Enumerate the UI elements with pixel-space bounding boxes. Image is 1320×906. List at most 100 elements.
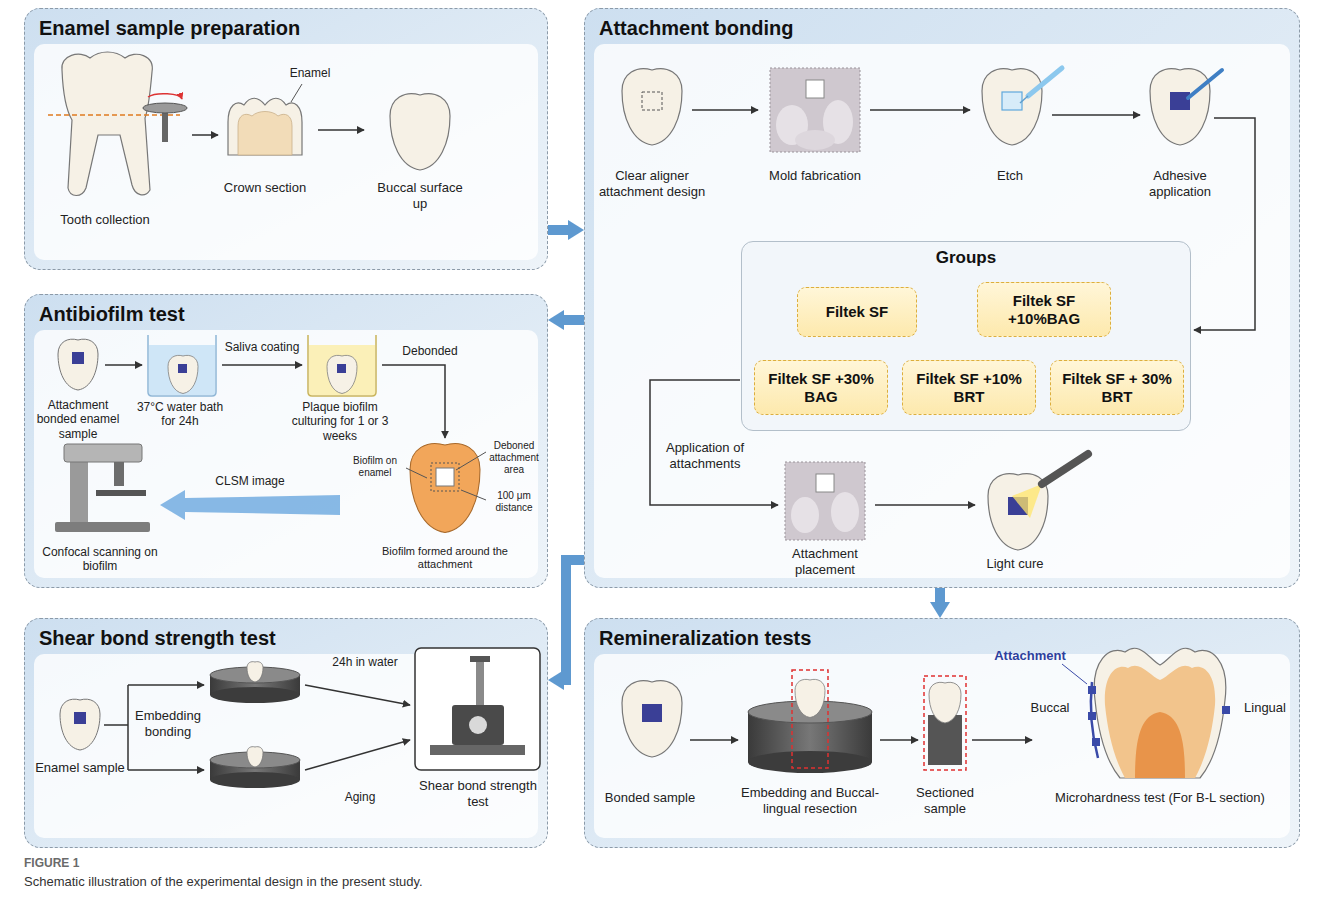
antibiofilm-steps bbox=[178, 364, 187, 373]
bonding-steps bbox=[795, 130, 835, 150]
shear-steps bbox=[210, 687, 300, 703]
panel-ground bbox=[584, 8, 1300, 588]
remineralization-steps bbox=[622, 648, 1230, 778]
step-label: Buccal bbox=[1025, 700, 1075, 716]
shear-steps bbox=[210, 772, 300, 788]
remineralization-steps bbox=[1088, 712, 1096, 720]
remineralization-steps bbox=[1092, 738, 1100, 746]
label-text: Clear aligner attachment design bbox=[599, 168, 705, 199]
remineralization-steps bbox=[748, 751, 872, 773]
label-text: Aging bbox=[345, 790, 376, 804]
panel-ground bbox=[24, 294, 548, 588]
group-label: Filtek SF +30% BAG bbox=[763, 370, 879, 406]
remineralization-steps bbox=[1062, 664, 1087, 684]
step-label: Saliva coating bbox=[217, 340, 307, 354]
label-text: Plaque biofilm culturing for 1 or 3 week… bbox=[292, 400, 389, 443]
remineralization-steps bbox=[1088, 686, 1096, 694]
shear-steps bbox=[305, 685, 410, 705]
label-text: Sectioned sample bbox=[916, 785, 974, 816]
label-text: Buccal surface up bbox=[377, 180, 462, 211]
shear-steps bbox=[470, 656, 490, 662]
group-item: Filtek SF +30% BAG bbox=[754, 360, 888, 415]
group-label: Filtek SF bbox=[826, 303, 889, 321]
antibiofilm-steps bbox=[168, 355, 198, 393]
label-text: Light cure bbox=[986, 556, 1043, 571]
bonding-steps bbox=[622, 68, 1255, 550]
step-label: Attachment bonded enamel sample bbox=[28, 398, 128, 441]
section-panel: Attachment bondingGroupsFiltek SFFiltek … bbox=[584, 8, 1300, 588]
remineralization-steps bbox=[924, 676, 966, 770]
tooth-illustration bbox=[48, 52, 450, 196]
label-text: Enamel sample bbox=[35, 760, 125, 775]
label-text: Biofilm on enamel bbox=[353, 455, 397, 478]
bonding-steps bbox=[785, 462, 865, 540]
label-text: Debonded bbox=[402, 344, 457, 358]
tooth-illustration bbox=[48, 114, 180, 116]
shear-steps bbox=[60, 648, 540, 788]
antibiofilm-steps bbox=[382, 365, 445, 438]
panel-ground bbox=[34, 44, 538, 260]
remineralization-steps bbox=[1105, 666, 1215, 778]
bonding-steps bbox=[791, 497, 819, 533]
tooth-illustration bbox=[148, 94, 182, 99]
antibiofilm-steps bbox=[105, 364, 142, 366]
step-label: Adhesive application bbox=[1135, 168, 1225, 199]
shear-steps bbox=[469, 716, 487, 734]
step-label: Light cure bbox=[970, 556, 1060, 572]
panel-title: Enamel sample preparation bbox=[39, 17, 533, 40]
tooth-illustration bbox=[238, 112, 292, 156]
antibiofilm-steps bbox=[406, 468, 427, 478]
label-text: Bonded sample bbox=[605, 790, 695, 805]
flow-arrow bbox=[564, 560, 584, 680]
figure-number: FIGURE 1 bbox=[24, 856, 324, 870]
label-text: Attachment placement bbox=[792, 546, 858, 577]
group-item: Filtek SF +10% BRT bbox=[902, 360, 1036, 415]
caption-text: Schematic illustration of the experiment… bbox=[24, 874, 423, 889]
bonding-steps bbox=[1012, 484, 1042, 518]
remineralization-steps bbox=[880, 739, 918, 741]
bonding-steps bbox=[692, 109, 758, 111]
bonding-steps bbox=[1028, 68, 1062, 96]
bonding-steps bbox=[1042, 454, 1088, 484]
label-text: Confocal scanning on biofilm bbox=[42, 545, 157, 573]
step-label: Enamel bbox=[280, 66, 340, 80]
panel-ground bbox=[594, 654, 1290, 838]
flow-arrow bbox=[564, 315, 584, 325]
step-label: Lingual bbox=[1241, 700, 1289, 716]
step-label: Microhardness test (For B-L section) bbox=[1040, 790, 1280, 806]
label-text: Adhesive application bbox=[1149, 168, 1211, 199]
step-label: Clear aligner attachment design bbox=[592, 168, 712, 199]
step-label: Buccal surface up bbox=[375, 180, 465, 211]
shear-steps bbox=[60, 699, 100, 750]
step-label: Deboned attachment area bbox=[486, 440, 542, 476]
step-label: Confocal scanning on biofilm bbox=[30, 545, 170, 574]
panel-ground bbox=[34, 330, 538, 578]
bonding-steps bbox=[816, 474, 834, 492]
label-text: FIGURE 1 bbox=[24, 856, 79, 870]
antibiofilm-steps bbox=[461, 490, 486, 500]
bonding-steps bbox=[1002, 92, 1022, 110]
bonding-steps bbox=[831, 492, 859, 532]
step-label: Biofilm formed around the attachment bbox=[380, 545, 510, 571]
step-label: Attachment placement bbox=[770, 546, 880, 577]
remineralization-steps bbox=[1135, 712, 1185, 778]
step-label: Plaque biofilm culturing for 1 or 3 week… bbox=[280, 400, 400, 443]
bonding-steps bbox=[642, 92, 662, 110]
group-box: GroupsFiltek SFFiltek SF +10%BAGFiltek S… bbox=[741, 241, 1191, 431]
shear-steps bbox=[415, 648, 540, 770]
flow-arrow bbox=[935, 588, 945, 602]
step-label: 100 μm distance bbox=[486, 490, 542, 514]
antibiofilm-steps bbox=[222, 364, 302, 366]
bonding-steps bbox=[1170, 92, 1190, 110]
antibiofilm-steps bbox=[72, 352, 84, 364]
label-text: Etch bbox=[997, 168, 1023, 183]
shear-steps bbox=[128, 769, 204, 771]
group-item: Filtek SF + 30% BRT bbox=[1050, 360, 1184, 415]
group-heading: Groups bbox=[748, 248, 1184, 268]
step-label: Embedding and Buccal-lingual resection bbox=[735, 785, 885, 816]
bonding-steps bbox=[875, 504, 975, 506]
step-label: Etch bbox=[980, 168, 1040, 184]
panel-ground bbox=[594, 44, 1290, 578]
